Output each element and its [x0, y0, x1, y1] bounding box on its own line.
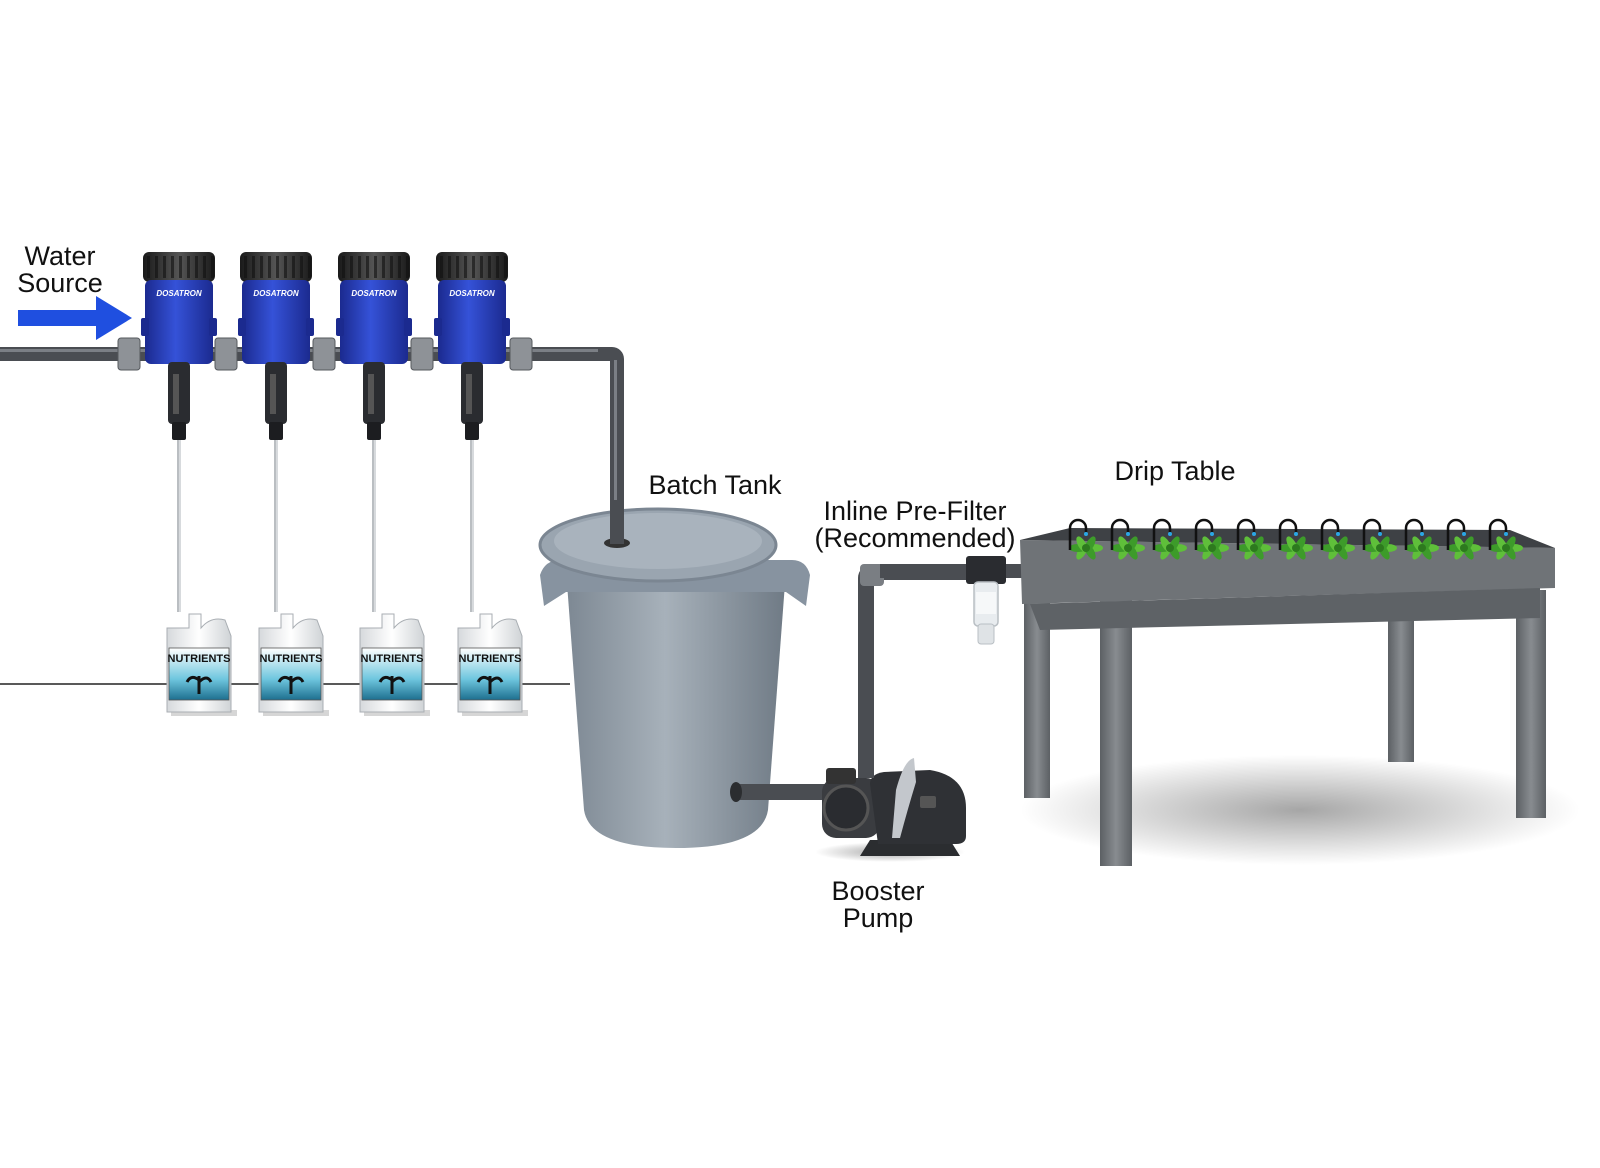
plant [1363, 536, 1397, 560]
plant [1321, 536, 1355, 560]
jug-label-text: NUTRIENTS [168, 653, 231, 665]
plant [1153, 536, 1187, 560]
drip-table-plants [1069, 536, 1523, 560]
water-source-label-line2: Source [17, 268, 103, 298]
plant [1279, 536, 1313, 560]
injector-brand-text: DOSATRON [449, 289, 494, 298]
drip-emitter [1110, 518, 1130, 550]
injector-brand-text: DOSATRON [253, 289, 298, 298]
drip-emitter [1320, 518, 1340, 550]
booster-pump-label: Booster Pump [818, 878, 938, 932]
dosatron-injector: DOSATRON [141, 252, 217, 612]
plant [1405, 536, 1439, 560]
drip-table-label: Drip Table [1105, 458, 1245, 485]
plant [1069, 536, 1103, 560]
pipe-unions [117, 337, 533, 371]
nutrient-jugs: NUTRIENTS NUTRIENTS NUTRIENTS NUTRIENTS [166, 613, 528, 716]
dosing-injectors: DOSATRON DOSATRON DOSATRON DOSATRON [141, 252, 510, 612]
drip-emitters [1068, 518, 1508, 550]
drip-emitter [1404, 518, 1424, 550]
inline-prefilter [880, 556, 1064, 645]
plant [1447, 536, 1481, 560]
drip-table-label-text: Drip Table [1114, 456, 1236, 486]
drip-emitter [1152, 518, 1172, 550]
booster-pump-label-line2: Pump [842, 903, 914, 933]
water-source-arrow [18, 296, 132, 340]
prefilter-label-line1: Inline Pre-Filter [823, 496, 1007, 526]
booster-pump [815, 564, 982, 862]
nutrient-jug: NUTRIENTS [166, 613, 237, 716]
batch-tank [538, 500, 826, 848]
drip-emitter [1236, 518, 1256, 550]
booster-pump-label-line1: Booster [831, 876, 925, 906]
jug-label-text: NUTRIENTS [260, 653, 323, 665]
jug-label-text: NUTRIENTS [459, 653, 522, 665]
drip-emitter [1194, 518, 1214, 550]
drip-emitter [1068, 518, 1088, 550]
injector-brand-text: DOSATRON [156, 289, 201, 298]
table-shadow [1020, 755, 1580, 865]
plant [1111, 536, 1145, 560]
plant [1195, 536, 1229, 560]
batch-tank-label: Batch Tank [640, 472, 790, 499]
prefilter-label: Inline Pre-Filter (Recommended) [810, 498, 1020, 552]
dosatron-injector: DOSATRON [434, 252, 510, 612]
drip-table [1020, 518, 1555, 866]
injector-brand-text: DOSATRON [351, 289, 396, 298]
batch-tank-label-text: Batch Tank [648, 470, 782, 500]
drip-emitter [1446, 518, 1466, 550]
drip-emitter [1362, 518, 1382, 550]
nutrient-jug: NUTRIENTS [359, 613, 430, 716]
water-source-label-line1: Water [24, 241, 96, 271]
prefilter-label-line2: (Recommended) [814, 523, 1016, 553]
nutrient-jug: NUTRIENTS [258, 613, 329, 716]
tank-fill-pipe [598, 347, 624, 540]
drip-emitter [1488, 518, 1508, 550]
water-source-label: Water Source [10, 243, 110, 297]
jug-label-text: NUTRIENTS [361, 653, 424, 665]
drip-emitter [1278, 518, 1298, 550]
plant [1237, 536, 1271, 560]
nutrient-jug: NUTRIENTS [457, 613, 528, 716]
dosatron-injector: DOSATRON [336, 252, 412, 612]
dosatron-injector: DOSATRON [238, 252, 314, 612]
plant [1489, 536, 1523, 560]
